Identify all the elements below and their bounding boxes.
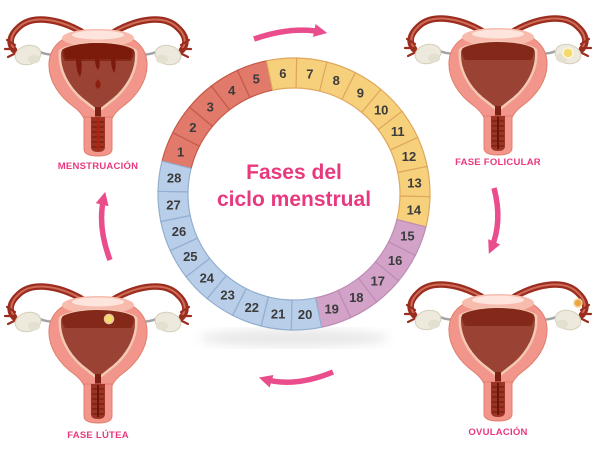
day-number-23: 23 <box>220 288 234 303</box>
day-number-22: 22 <box>245 300 259 315</box>
day-number-18: 18 <box>349 290 363 305</box>
day-number-4: 4 <box>228 83 236 98</box>
day-number-17: 17 <box>371 274 385 289</box>
day-number-6: 6 <box>279 66 286 81</box>
corpus-luteum-icon <box>103 313 115 325</box>
day-number-7: 7 <box>306 67 313 82</box>
day-number-26: 26 <box>172 224 186 239</box>
menstrual-blood-icon <box>64 43 132 150</box>
day-number-9: 9 <box>357 85 364 100</box>
day-number-15: 15 <box>400 229 414 244</box>
label-fase-folicular: FASE FOLICULAR <box>455 157 541 168</box>
arrow-right-icon <box>488 187 501 254</box>
day-number-14: 14 <box>407 202 422 217</box>
day-number-1: 1 <box>177 144 184 159</box>
day-number-20: 20 <box>298 307 312 322</box>
day-number-19: 19 <box>324 302 338 317</box>
day-number-27: 27 <box>166 198 180 213</box>
day-number-24: 24 <box>200 270 215 285</box>
day-number-25: 25 <box>183 249 197 264</box>
ovum-icon <box>573 298 583 308</box>
day-number-12: 12 <box>402 149 416 164</box>
label-fase-lutea: FASE LÚTEA <box>67 430 129 441</box>
follicle-icon <box>562 47 574 59</box>
day-number-11: 11 <box>391 124 405 139</box>
day-number-28: 28 <box>167 171 181 186</box>
day-number-21: 21 <box>271 306 285 321</box>
uterus-illustration-menstruation <box>2 5 194 157</box>
page-title: Fases del ciclo menstrual <box>194 159 394 213</box>
day-number-13: 13 <box>407 175 421 190</box>
day-number-8: 8 <box>333 73 340 88</box>
day-number-16: 16 <box>388 253 402 268</box>
page-title-line1: Fases del <box>246 161 342 184</box>
arrow-top-icon <box>253 23 328 42</box>
day-number-2: 2 <box>189 120 196 135</box>
uterus-illustration-follicular <box>402 4 594 156</box>
uterus-illustration-luteal <box>2 272 194 424</box>
day-number-10: 10 <box>374 103 388 118</box>
uterus-illustration-ovulation <box>402 270 594 422</box>
ring-shadow <box>199 329 389 347</box>
day-number-5: 5 <box>253 72 260 87</box>
arrow-bottom-icon <box>258 369 335 388</box>
label-menstruacion: MENSTRUACIÓN <box>57 161 139 172</box>
label-ovulacion: OVULACIÓN <box>468 427 528 438</box>
page-title-line2: ciclo menstrual <box>216 188 372 211</box>
arrow-left-icon <box>95 191 113 261</box>
day-segment-28 <box>157 160 192 193</box>
day-number-3: 3 <box>207 99 214 114</box>
